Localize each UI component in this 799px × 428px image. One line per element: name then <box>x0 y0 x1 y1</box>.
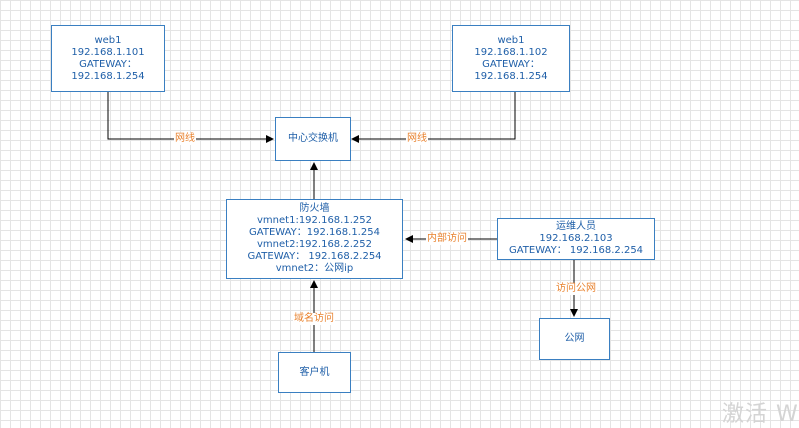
node-line: GATEWAY： 192.168.2.254 <box>508 245 644 256</box>
web1-right-node[interactable]: web1 192.168.1.102 GATEWAY： 192.168.1.25… <box>452 25 570 92</box>
node-line: GATEWAY： <box>79 58 137 70</box>
node-line: GATEWAY： 192.168.2.254 <box>247 251 382 262</box>
node-line: 192.168.1.254 <box>71 70 145 82</box>
central-switch-node[interactable]: 中心交换机 <box>275 117 351 161</box>
edge-label-right-cable: 网线 <box>406 133 428 145</box>
node-line: vmnet2:192.168.2.252 <box>257 239 372 250</box>
node-line: web1 <box>497 34 525 46</box>
firewall-node[interactable]: 防火墙 vmnet1:192.168.1.252 GATEWAY：192.168… <box>226 199 403 279</box>
node-line: 公网 <box>564 333 585 344</box>
node-line: GATEWAY：192.168.1.254 <box>249 227 380 238</box>
node-line: 192.168.1.254 <box>474 70 548 82</box>
node-line: 客户机 <box>299 366 330 378</box>
node-line: 192.168.1.102 <box>474 46 548 58</box>
node-line: 运维人员 <box>556 221 596 232</box>
node-line: web1 <box>94 34 122 46</box>
edge-web1-left-to-switch <box>107 92 274 143</box>
node-line: 防火墙 <box>299 203 330 214</box>
public-network-node[interactable]: 公网 <box>539 318 610 360</box>
client-node[interactable]: 客户机 <box>278 352 351 393</box>
node-line: 192.168.2.103 <box>539 233 613 244</box>
activation-watermark: 激活 W <box>722 402 799 427</box>
edge-label-left-cable: 网线 <box>174 133 196 145</box>
edge-label-domain-access: 域名访问 <box>293 313 335 325</box>
edge-web1-right-to-switch <box>351 92 516 143</box>
node-line: GATEWAY： <box>482 58 540 70</box>
edge-label-public-access: 访问公网 <box>555 283 597 295</box>
node-line: vmnet2：公网ip <box>275 263 354 274</box>
ops-staff-node[interactable]: 运维人员 192.168.2.103 GATEWAY： 192.168.2.25… <box>497 218 655 260</box>
node-line: 中心交换机 <box>288 133 338 144</box>
node-line: vmnet1:192.168.1.252 <box>257 215 372 226</box>
node-line: 192.168.1.101 <box>71 46 145 58</box>
edge-label-internal-access: 内部访问 <box>426 233 468 245</box>
web1-left-node[interactable]: web1 192.168.1.101 GATEWAY： 192.168.1.25… <box>51 25 165 92</box>
